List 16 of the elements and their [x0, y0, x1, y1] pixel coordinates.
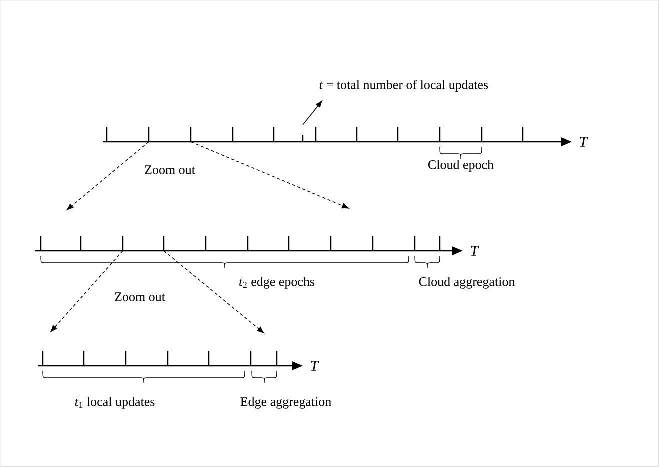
zoom-label: Zoom out — [115, 292, 166, 302]
brace-label: Edge aggregation — [240, 397, 332, 409]
axis-label: T — [311, 361, 320, 371]
dashed-arrow — [66, 142, 150, 210]
arrow — [302, 100, 322, 126]
axis-label: T — [580, 137, 588, 147]
dashed-arrow — [50, 250, 124, 332]
brace-label: t$_{2}$ edge epochs — [240, 277, 315, 289]
zoom-label: Zoom out — [145, 166, 196, 174]
brace-label: Cloud epoch — [428, 160, 494, 172]
dashed-arrow — [190, 142, 349, 209]
annotation-text: t = total number of local updates — [320, 80, 488, 92]
dashed-arrow — [164, 250, 264, 334]
brace-label: Cloud aggregation — [419, 277, 516, 289]
axis-label: T — [471, 246, 480, 256]
brace-label: t$_{1}$ local updates — [75, 397, 155, 409]
